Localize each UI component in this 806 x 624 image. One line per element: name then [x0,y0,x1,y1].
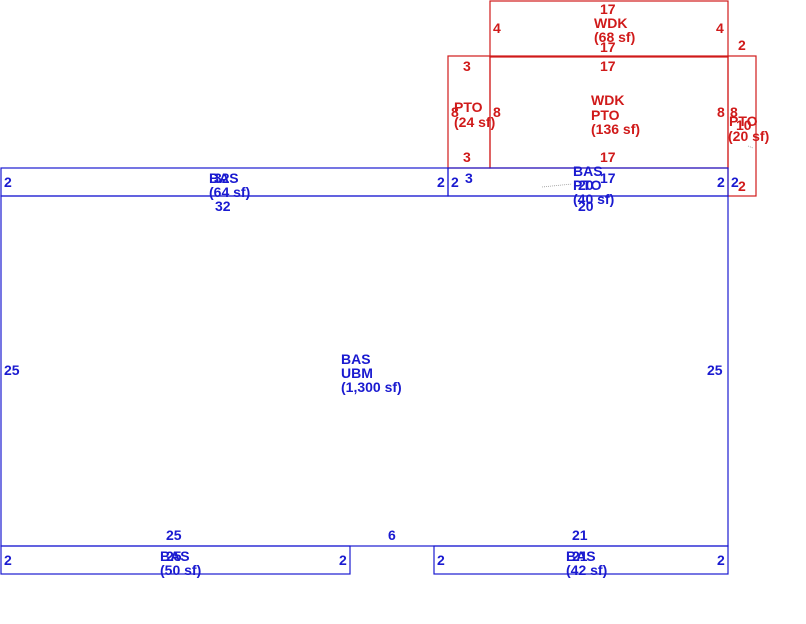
bas-ubm-dim-right: 25 [707,362,723,378]
wdk-top-outline [489,0,729,58]
bas-ubm-dim-bottom-gap: 6 [388,527,396,543]
bas-ubm-code2: UBM [341,365,373,381]
wdk-top-dim-left: 4 [493,20,501,36]
wdk-pto-main-area-label: (136 sf) [591,121,640,137]
pto-right-dim-left: 8 [730,104,738,120]
pto-left-dim-bottom: 3 [463,149,471,165]
wdk-top-dim-top: 17 [600,1,616,17]
pto-right-outline [727,55,757,197]
wdk-pto-main-code1: WDK [591,92,624,108]
bas-bottom-right-code: BAS [566,548,596,564]
bas-pto-top-right-code1: BAS [573,163,603,179]
bas-ubm-dim-bottom-right: 21 [572,527,588,543]
pto-right-dim-right: 10 [736,117,752,133]
wdk-top-area: 17 4 4 WDK (68 sf) 17 [489,0,729,58]
wdk-pto-main-dim-right: 8 [717,104,725,120]
bas-bottom-right-outline [433,545,729,575]
bas-bottom-right-dim-right: 2 [717,552,725,568]
pto-left-code: PTO [454,99,483,115]
pto-right-area-label: (20 sf) [728,128,769,144]
pto-right-area: 2 8 PTO 10 (20 sf) 2 [727,37,769,197]
bas-ubm-outline [0,195,729,547]
pto-left-area: 3 8 PTO (24 sf) 8 3 [447,55,501,169]
pto-right-dim-bottom: 2 [738,178,746,194]
bas-ubm-code1: BAS [341,351,371,367]
bas-bottom-right-area-label: (42 sf) [566,562,607,578]
bas-ubm-dim-bottom-left: 25 [166,527,182,543]
bas-ubm-area-label: (1,300 sf) [341,379,402,395]
bas-ubm-dim-left: 25 [4,362,20,378]
pto-left-area-label: (24 sf) [454,114,495,130]
bas-pto-top-right-area: 2 3 BAS PTO 17 20 (40 sf) 20 2 2 [447,163,739,214]
pto-left-dim-top: 3 [463,58,471,74]
bas-top-left-area: 2 32 BAS (64 sf) 2 32 [0,167,449,214]
bas-pto-top-right-code2: PTO [573,177,602,193]
pto-left-dim-left: 8 [451,104,459,120]
bas-pto-top-right-dim-bottom: 20 [578,198,594,214]
pto-right-dim-top: 2 [738,37,746,53]
bas-pto-leader [541,183,573,188]
wdk-top-area-label: (68 sf) [594,29,635,45]
wdk-top-dim-right: 4 [716,20,724,36]
bas-bottom-left-outline [0,545,351,575]
pto-right-leader [747,145,754,149]
wdk-pto-main-code2: PTO [591,107,620,123]
bas-pto-overlap-right: 2 [731,174,739,190]
bas-top-left-dim-top: 32 [214,170,230,186]
pto-right-code: PTO [729,113,758,129]
bas-bottom-right-dim-top: 21 [572,548,588,564]
bas-top-left-code: BAS [209,170,239,186]
pto-left-dim-right: 8 [493,104,501,120]
bas-top-left-dim-bottom: 32 [215,198,231,214]
wdk-top-dim-bottom: 17 [600,39,616,55]
bas-bottom-left-dim-left: 2 [4,552,12,568]
bas-ubm-main-area: 25 BAS UBM (1,300 sf) 25 25 6 21 [0,195,729,547]
bas-top-left-dim-right: 2 [437,174,445,190]
bas-bottom-left-area: 2 25 BAS (50 sf) 2 [0,545,351,578]
bas-pto-top-right-dim-right: 2 [717,174,725,190]
bas-bottom-right-dim-left: 2 [437,552,445,568]
bas-pto-overlap-left: 3 [465,170,473,186]
bas-pto-overlap-top: 17 [600,170,616,186]
wdk-pto-main-area: 17 WDK PTO (136 sf) 8 17 [489,55,729,169]
bas-pto-top-right-area-label: (40 sf) [573,191,614,207]
bas-bottom-left-area-label: (50 sf) [160,562,201,578]
bas-top-left-dim-left: 2 [4,174,12,190]
bas-pto-top-right-dim-top: 20 [578,177,594,193]
wdk-pto-main-dim-bottom: 17 [600,149,616,165]
wdk-top-code: WDK [594,15,627,31]
bas-bottom-left-dim-top: 25 [166,548,182,564]
bas-bottom-right-area: 2 21 BAS (42 sf) 2 [433,545,729,578]
bas-pto-top-right-dim-left: 2 [451,174,459,190]
bas-bottom-left-code: BAS [160,548,190,564]
wdk-pto-main-dim-top: 17 [600,58,616,74]
bas-bottom-left-dim-right: 2 [339,552,347,568]
